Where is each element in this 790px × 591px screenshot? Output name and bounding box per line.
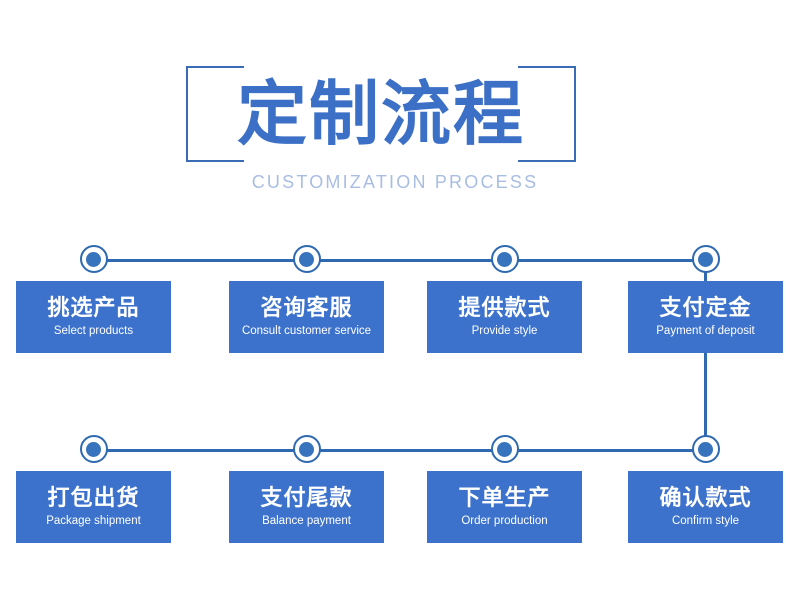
step-label-cn: 下单生产 [458,484,551,510]
page-subtitle: CUSTOMIZATION PROCESS [251,172,539,192]
right-bracket-bottom-stub [518,160,576,162]
step-marker-icon [490,245,519,273]
page-title: 定制流程 [237,75,525,153]
step-marker-icon [691,245,720,273]
process-step-8[interactable]: 确认款式 Confirm style [628,435,783,555]
step-marker-dot [497,441,512,457]
process-step-5[interactable]: 打包出货 Package shipment [16,435,171,555]
step-label-cn: 提供款式 [458,294,551,320]
step-box[interactable]: 挑选产品 Select products [16,281,171,353]
page-header: 定制流程 CUSTOMIZATION PROCESS [0,0,790,215]
step-marker-dot [299,251,314,267]
step-label-cn: 支付尾款 [260,484,353,510]
step-marker-icon [490,435,519,463]
left-bracket-bottom-stub [186,160,244,162]
step-box[interactable]: 咨询客服 Consult customer service [229,281,384,353]
process-step-3[interactable]: 提供款式 Provide style [427,245,582,365]
step-marker-dot [698,441,713,457]
step-label-cn: 挑选产品 [47,294,140,320]
step-marker-dot [299,441,314,457]
process-row-2: 打包出货 Package shipment 支付尾款 Balance payme… [0,435,790,555]
process-step-1[interactable]: 挑选产品 Select products [16,245,171,365]
step-label-en: Consult customer service [241,325,372,338]
step-box[interactable]: 提供款式 Provide style [427,281,582,353]
step-box[interactable]: 打包出货 Package shipment [16,471,171,543]
step-box[interactable]: 支付定金 Payment of deposit [628,281,783,353]
step-label-cn: 咨询客服 [260,294,353,320]
step-label-cn: 支付定金 [659,294,752,320]
step-marker-icon [691,435,720,463]
row-connector-line [704,258,707,450]
left-bracket-vertical [186,66,188,162]
right-bracket-icon [486,66,576,162]
right-bracket-vertical [574,66,576,162]
step-marker-dot [698,251,713,267]
step-label-cn: 打包出货 [47,484,140,510]
process-step-6[interactable]: 支付尾款 Balance payment [229,435,384,555]
step-marker-dot [86,441,101,457]
title-bracket-frame: 定制流程 [186,66,576,162]
step-label-en: Payment of deposit [656,325,755,338]
process-row-1: 挑选产品 Select products 咨询客服 Consult custom… [0,245,790,365]
step-marker-icon [292,245,321,273]
process-step-7[interactable]: 下单生产 Order production [427,435,582,555]
process-step-4[interactable]: 支付定金 Payment of deposit [628,245,783,365]
step-label-en: Package shipment [46,515,141,528]
step-label-en: Confirm style [671,515,740,528]
row2-connector-rail [95,449,706,452]
step-label-en: Balance payment [262,515,351,528]
step-marker-icon [79,435,108,463]
step-label-en: Select products [53,325,134,338]
step-marker-dot [86,251,101,267]
step-marker-icon [79,245,108,273]
row1-connector-rail [95,259,706,262]
step-marker-icon [292,435,321,463]
step-label-cn: 确认款式 [659,484,752,510]
step-box[interactable]: 下单生产 Order production [427,471,582,543]
right-bracket-top-stub [518,66,576,68]
step-label-en: Order production [461,515,548,528]
step-marker-dot [497,251,512,267]
process-step-2[interactable]: 咨询客服 Consult customer service [229,245,384,365]
left-bracket-icon [186,66,276,162]
step-box[interactable]: 确认款式 Confirm style [628,471,783,543]
step-label-en: Provide style [471,325,538,338]
left-bracket-top-stub [186,66,244,68]
step-box[interactable]: 支付尾款 Balance payment [229,471,384,543]
